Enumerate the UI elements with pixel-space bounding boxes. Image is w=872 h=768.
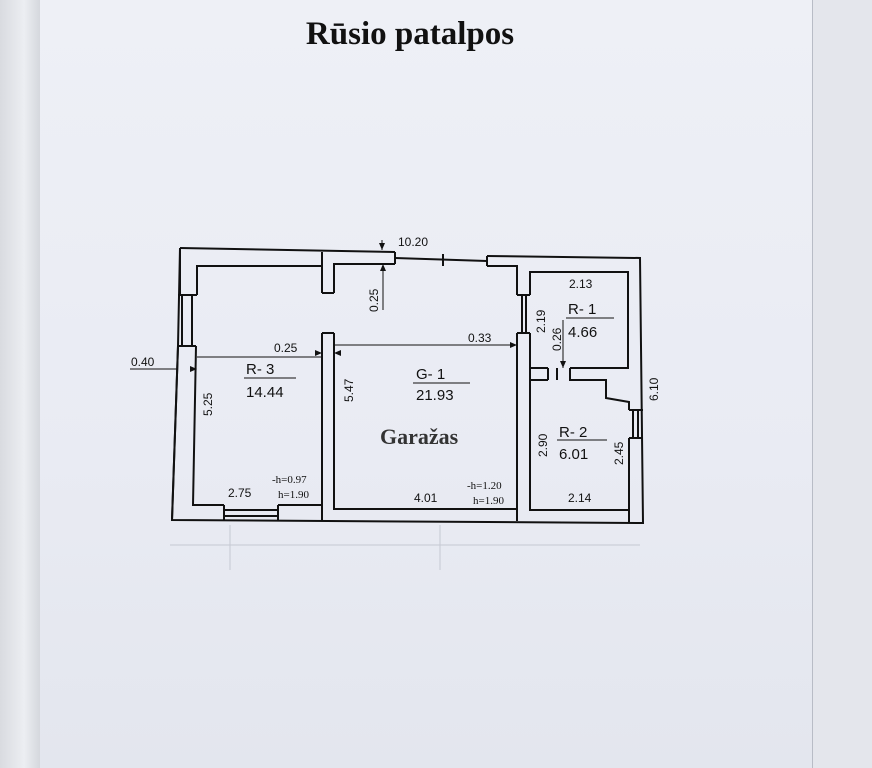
walls	[170, 247, 645, 525]
room-r3-area: 14.44	[246, 384, 284, 401]
room-r2-area: 6.01	[559, 446, 588, 463]
dim-r3-width: 2.75	[228, 486, 252, 500]
dim-r3-height: 5.25	[201, 392, 215, 416]
r3-floor-height: -h=0.97	[272, 474, 307, 486]
r3-ceiling-height: h=1.90	[278, 489, 309, 501]
room-r3-code: R- 3	[246, 361, 274, 378]
room-g1-area: 21.93	[416, 387, 454, 404]
dim-r2-right-height: 2.45	[612, 441, 626, 465]
dim-overall-depth: 6.10	[647, 377, 661, 401]
g1-floor-height: -h=1.20	[467, 480, 502, 492]
dimension-arrows	[190, 243, 566, 372]
dim-r2-width: 2.14	[568, 491, 592, 505]
room-r1-code: R- 1	[568, 301, 596, 318]
faint-background-lines	[170, 525, 640, 570]
background-edge	[812, 0, 872, 768]
dim-r1-height: 2.19	[534, 309, 548, 333]
dim-g1-wall: 0.33	[468, 331, 492, 345]
room-g1-code: G- 1	[416, 366, 445, 383]
dim-overall-width: 10.20	[398, 235, 428, 249]
dim-g1-width: 4.01	[414, 491, 438, 505]
dim-g1-height: 5.47	[342, 378, 356, 402]
dim-r2-height: 2.90	[536, 433, 550, 457]
dim-left-offset: 0.40	[131, 355, 155, 369]
paper-sheet	[40, 0, 812, 768]
dim-r3-opening: 0.25	[274, 341, 298, 355]
dimension-lines	[130, 240, 614, 441]
dim-g1-top-offset: 0.25	[367, 288, 381, 312]
dim-r1-width: 2.13	[569, 277, 593, 291]
dim-r1-gap: 0.26	[550, 327, 564, 351]
room-r2-code: R- 2	[559, 424, 587, 441]
room-g1-name: Garažas	[380, 424, 459, 449]
g1-ceiling-height: h=1.90	[473, 495, 504, 507]
adjacent-page-edge	[0, 0, 44, 768]
room-r1-area: 4.66	[568, 324, 597, 341]
page-title: Rūsio patalpos	[305, 16, 515, 52]
